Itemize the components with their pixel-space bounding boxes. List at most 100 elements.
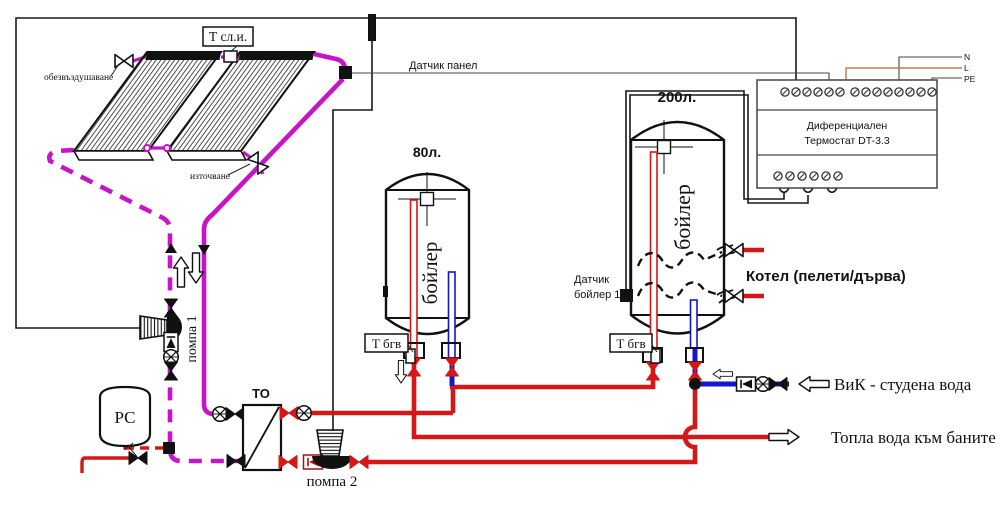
boiler80-hot-dip-tube [409,199,418,359]
solar-sensor-label: Т сл.и. [209,29,247,44]
flow-up-arrow [172,256,190,288]
cold-strainer [754,375,772,393]
boiler80-side-tap [383,286,388,297]
pump1-motor [139,315,168,340]
boiler80-volume-label: 80л. [413,144,441,160]
boiler-80 [364,171,471,377]
hx-left-top-valve [225,407,245,421]
air-vent-label: обезвъздушаване [44,72,113,83]
boiler80-name: бойлер [418,242,442,305]
air-vent-pointer [110,63,120,77]
boiler80-cold-dip-tube [447,271,456,359]
pump2-motor [316,429,344,457]
expansion-vessel-label: РС [114,408,135,427]
pump2-outlet-valve [349,455,369,469]
boiler200-name: бойлер [670,184,695,250]
text-labels: Т сл.и. обезвъздушаване източване Датчик… [44,29,996,490]
thermostat [756,79,938,189]
boiler-cascade-pipe [312,362,656,416]
hx-right-bottom-valve [278,455,298,469]
panel-2-manifold [238,52,314,60]
pump2-power-wire [332,18,373,431]
solar-sensor-label-box [202,26,254,47]
pe-label: PE [964,74,976,84]
hx-left-strainer [211,405,229,423]
panel-2-base [165,150,248,161]
boiler200-hot-dip-tube [649,151,658,349]
boiler200-volume-label: 200л. [658,89,697,106]
drain-pointer [227,163,251,176]
panel-1-base [72,150,155,161]
hot-water-label: Топла вода към баните [831,428,996,447]
boiler80-temp-label-box [364,333,409,353]
boiler200-thermostat-sensor [620,289,633,302]
thermostat-label-2: Термостат DT-3.3 [804,135,890,147]
coil-top-row [636,250,723,269]
boiler80-flow-arrow [394,359,408,384]
hx-left-bottom-valve [226,454,246,468]
kotel-top-valve [724,242,744,258]
panel-sensor [339,66,352,79]
solar-supply-pipe [47,147,240,464]
boiler-sensor-label-1: Датчик [574,274,609,286]
boiler-sensor-wire-b [629,94,809,289]
cold-flow-arrow [712,368,733,380]
boiler200-cold-valve [688,361,702,381]
hot-water-to-baths-pipe [411,358,788,440]
supply-direction-mark [165,243,177,253]
pump2-body [312,456,352,469]
thermostat-terminals-top [780,87,937,97]
label-boxes [202,26,254,53]
n-label: N [964,52,970,62]
pump1-check-valve [163,331,179,353]
solar-sensor-pointer [229,45,238,53]
boiler200-temp-label-box [609,333,653,353]
collector-sensor-pocket [223,50,238,63]
thermostat-label-1: Диференциален [807,120,888,132]
coil-bottom-row [636,281,723,299]
boiler80-temp-pointer [407,344,414,353]
safety-valve-lever [123,442,139,459]
panel-sensor-label: Датчик панел [409,60,477,72]
drain-label: източване [190,172,230,182]
hx-diagonal [244,406,280,469]
kotel-bottom-valve [724,288,744,304]
boiler80-cold-valve [445,357,459,377]
cold-water-label-arrow [798,375,830,393]
heat-exchanger-assembly [211,403,369,472]
pump2-label: помпа 2 [307,474,358,490]
expansion-vessel-body [98,385,152,448]
safety-drain-pipe [80,456,130,473]
drain-valve [246,151,270,175]
flow-down-arrow [187,252,205,284]
boiler-200 [609,119,744,381]
pump2-return-pipe [366,390,698,465]
boiler200-temp-sensor [650,348,661,364]
pump1-power-wire [15,17,797,329]
solar-return-pipe [201,77,345,417]
cold-water-fittings [689,375,788,393]
boiler-sensor-wire-a [625,90,785,289]
boiler200-cold-dip-tube [689,299,698,349]
pump1-label: помпа 1 [185,315,200,362]
boiler80-temp-label: Т бгв [372,336,401,351]
thermostat-body [756,79,938,189]
kotel-label: Котел (пелети/дърва) [746,268,906,285]
pump1-assembly [139,298,182,381]
link-fitting-1 [143,144,151,152]
solar-panels [72,50,352,176]
boiler200-temp-label: Т бгв [616,336,645,351]
kotel-stub-pipes [740,247,764,299]
n-wire [898,56,962,87]
hot-water-label-arrow [768,428,800,446]
cold-water-label: ВиК - студена вода [834,375,972,394]
hx-right-strainer [295,404,313,422]
boiler200-temp-pointer [651,344,658,353]
cold-shutoff-valve [768,377,788,391]
expansion-vessel [98,385,175,465]
l-label: L [964,63,969,73]
hx-right-top-valve [279,406,299,420]
heat-exchanger-label: ТО [252,386,270,401]
